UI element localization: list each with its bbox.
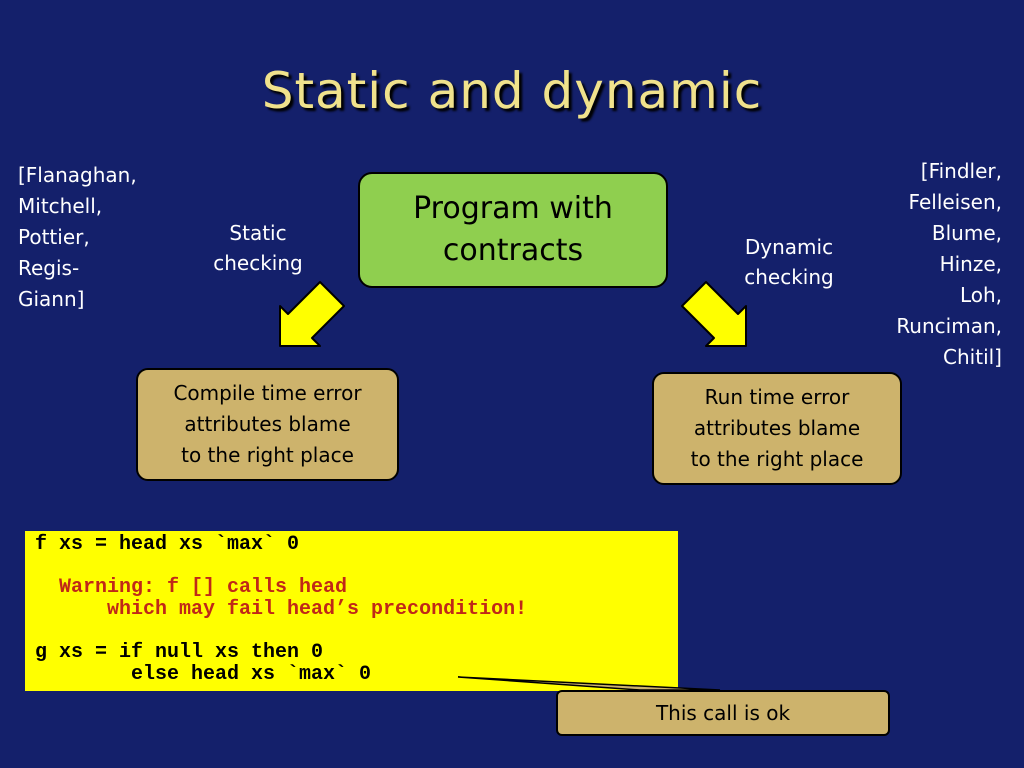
references-left: [Flanaghan, Mitchell, Pottier, Regis- Gi… <box>18 163 137 311</box>
code-line: f xs = head xs `max` 0 <box>35 533 300 556</box>
static-checking-label: Static checking <box>213 221 303 275</box>
run-time-error-box: Run time error attributes blame to the r… <box>652 372 902 485</box>
dynamic-arrow-icon <box>681 281 747 347</box>
warning-line: Warning: f [] calls head <box>35 576 348 600</box>
code-line: g xs = if null xs then 0 <box>35 640 324 664</box>
slide-title: Static and dynamic <box>261 62 763 120</box>
code-line: else head xs `max` 0 <box>35 662 372 686</box>
references-right: [Findler, Felleisen, Blume, Hinze, Loh, … <box>896 159 1002 369</box>
warning-line: which may fail head’s precondition! <box>35 597 528 621</box>
static-arrow-icon <box>279 281 345 347</box>
callout-box: This call is ok <box>556 690 890 736</box>
compile-time-error-box: Compile time error attributes blame to t… <box>136 368 399 481</box>
code-panel: f xs = head xs `max` 0 Warning: f [] cal… <box>25 531 678 691</box>
program-with-contracts-box: Program with contracts <box>358 172 668 288</box>
dynamic-checking-label: Dynamic checking <box>744 235 834 289</box>
